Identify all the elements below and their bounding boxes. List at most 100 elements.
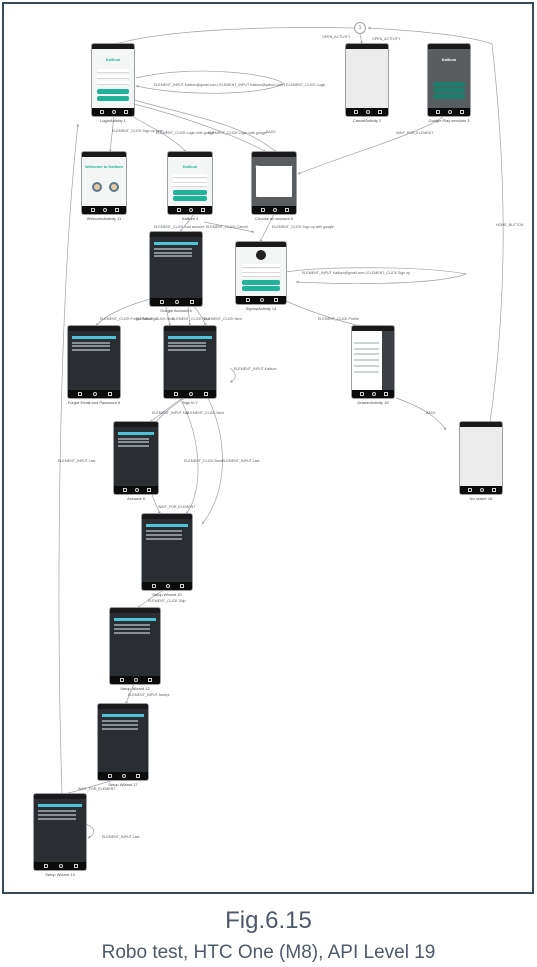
button-thumb (97, 89, 129, 95)
button-thumb (173, 190, 207, 196)
home-icon (372, 392, 377, 396)
navigation-bar (164, 390, 216, 398)
status-bar (168, 152, 212, 157)
input-field-thumb (97, 74, 129, 79)
screen-node-label: LoginActivity 1 (100, 118, 126, 123)
screen-node-setup-wizard-12: Setup Wizard 12 (110, 608, 160, 694)
dialog-title-bar (38, 804, 82, 808)
text-line-thumb (72, 341, 110, 344)
transition-label: ELEMENT_INPUT Last (102, 835, 139, 839)
screenshot-thumbnail: Kailium (428, 44, 470, 116)
drawer-item (354, 347, 380, 350)
screen-node-setup-wizard-13: Setup Wizard 13 (34, 794, 86, 880)
screen-node-google-account: Google Account 6 (150, 232, 202, 316)
transition-label: ELEMENT_INPUT Kari (152, 411, 189, 415)
drawer-item (354, 365, 380, 368)
back-icon (122, 488, 127, 492)
drawer-item (354, 359, 380, 362)
screen-body (150, 237, 202, 298)
input-field-thumb (173, 183, 207, 188)
screenshot-thumbnail: Operation (352, 326, 394, 398)
text-line-thumb (117, 437, 150, 440)
transition-label: ELEMENT_INPUT Last (58, 459, 95, 463)
avatar-icon (109, 182, 120, 193)
recents-icon (136, 774, 140, 778)
transition-arrow (151, 493, 161, 515)
text-line-thumb (117, 441, 150, 444)
home-icon (188, 392, 193, 396)
home-icon (260, 298, 264, 302)
transition-arrow (395, 397, 447, 431)
transition-label: ELEMENT_INPUT Kailium (234, 367, 276, 371)
back-icon (260, 208, 265, 212)
transition-arrow (201, 397, 223, 525)
home-icon (92, 392, 97, 396)
screen-node-cancel: CancelActivity 2 (346, 44, 388, 126)
screenshot-thumbnail (34, 794, 86, 870)
navigation-drawer (352, 331, 383, 390)
back-icon (468, 488, 473, 492)
navigation-bar (352, 390, 394, 398)
navigation-bar (68, 390, 120, 398)
transition-arrow (85, 823, 95, 839)
status-bar (346, 44, 388, 49)
screen-body (460, 427, 502, 486)
home-icon (189, 208, 194, 212)
transition-label: ELEMENT_INPUT Last (222, 459, 259, 463)
recents-icon (285, 208, 290, 212)
figure-description: Robo test, HTC One (M8), API Level 19 (101, 942, 436, 963)
screen-node-gaccount2: Account 9 (114, 422, 158, 504)
home-icon (366, 110, 371, 114)
screenshot-thumbnail: Welcome to Kailium (82, 152, 126, 214)
screen-node-label: Setup Wizard 12 (120, 686, 150, 691)
text-line-thumb (154, 247, 192, 250)
text-line-thumb (146, 534, 182, 537)
screen-body (110, 613, 160, 676)
navigation-bar (82, 206, 126, 214)
screen-body: Kailium (168, 157, 212, 206)
button-thumb (97, 96, 129, 102)
transition-arrow (285, 267, 468, 284)
transition-label: OPEN_ACTIVITY (322, 35, 351, 39)
transition-label: ELEMENT_CLICK Profile (318, 317, 359, 321)
back-icon (176, 208, 181, 212)
transition-label: WAIT_FOR_ELEMENT (78, 787, 116, 791)
status-bar (82, 152, 126, 157)
status-bar (114, 422, 158, 427)
screen-body (34, 799, 86, 862)
screen-body: Kailium (92, 49, 134, 108)
transition-label: ELEMENT_CLICK Next (172, 317, 210, 321)
transition-label: ELEMENT_CLICK Login with google (208, 131, 267, 135)
home-icon (122, 774, 126, 778)
text-line-thumb (72, 345, 110, 348)
screen-body: Operation (352, 331, 394, 390)
dialog-title-bar (146, 524, 188, 528)
recents-icon (147, 488, 152, 492)
navigation-bar (168, 206, 212, 214)
status-bar (142, 514, 192, 519)
navigation-bar (252, 206, 296, 214)
input-field-thumb (242, 273, 280, 278)
transition-label: WAIT_FOR_ELEMENT (158, 505, 196, 509)
screen-brand-text: Kailium (105, 57, 121, 63)
status-bar (164, 326, 216, 331)
transition-label: BACK (266, 130, 276, 134)
dialog-title-bar (168, 335, 212, 339)
screen-body: Choose an account (252, 157, 296, 206)
screen-node-label: Setup Wizard 17 (108, 782, 138, 787)
transition-label: WAIT_FOR_ELEMENT (396, 131, 434, 135)
back-icon (44, 864, 49, 868)
transition-label: ELEMENT_CLICK Forgot Password (100, 317, 158, 321)
text-line-thumb (168, 345, 206, 348)
transition-arrow (229, 367, 236, 383)
screen-node-label: Setup Wizard 10 (152, 592, 182, 597)
drawer-item (354, 371, 380, 374)
screen-node-label: Forgot Email and Password 8 (67, 400, 121, 405)
navigation-bar (346, 108, 388, 116)
drawer-item (354, 341, 380, 344)
text-line-thumb (72, 348, 110, 351)
status-bar (98, 704, 148, 709)
screenshot-thumbnail (346, 44, 388, 116)
